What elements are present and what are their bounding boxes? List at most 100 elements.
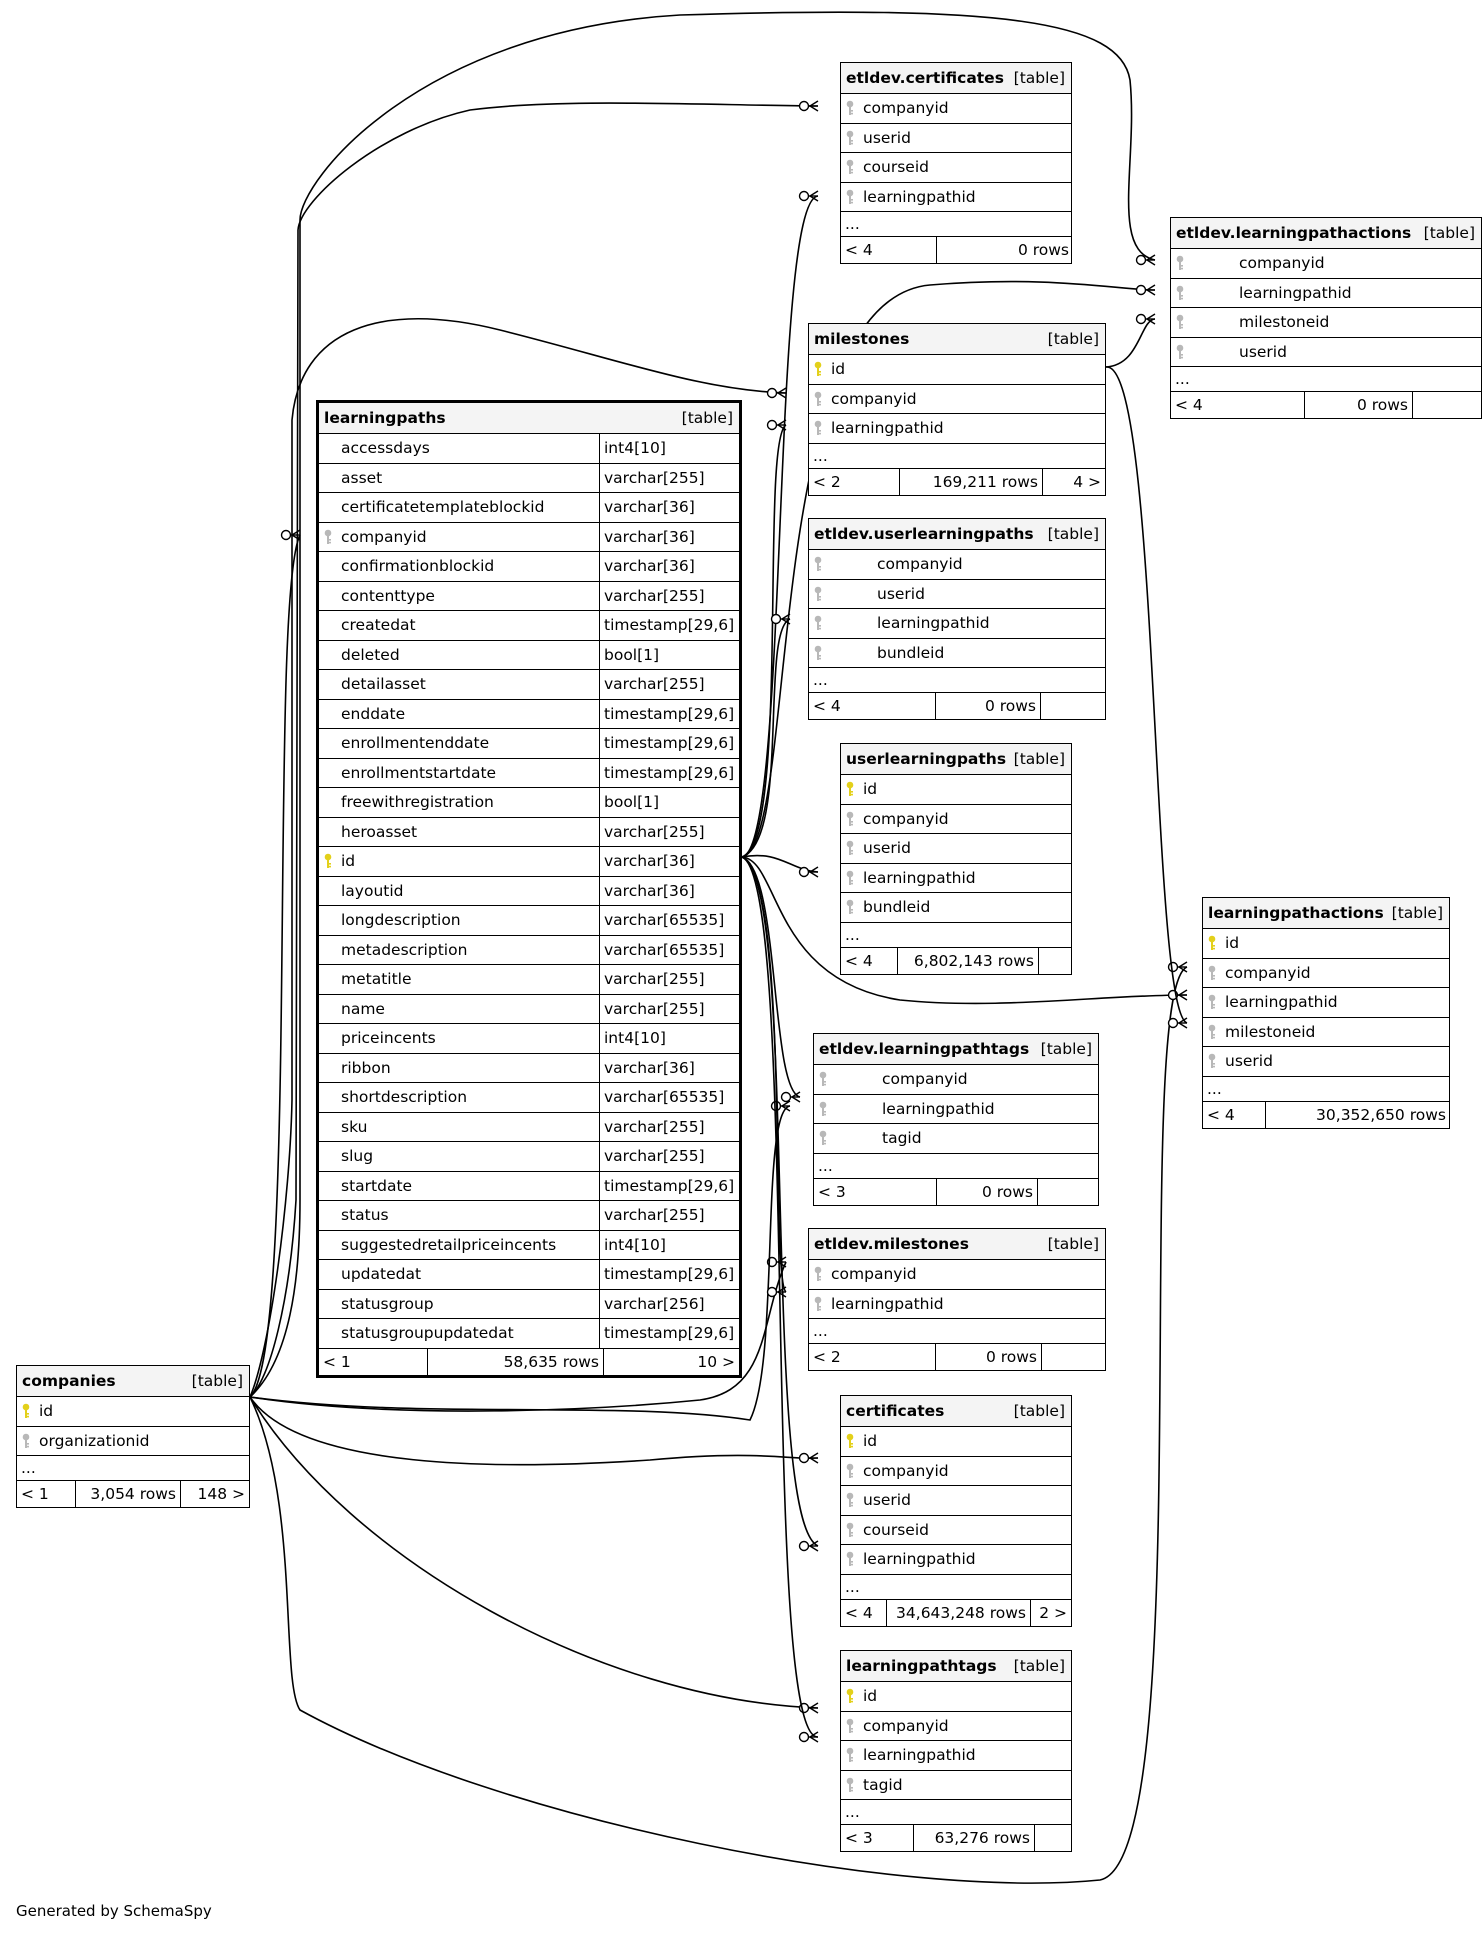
column-row[interactable]: learningpathid bbox=[841, 183, 1071, 212]
parents-count[interactable]: < 2 bbox=[813, 472, 841, 491]
column-row[interactable]: userid bbox=[809, 580, 1105, 609]
parents-count[interactable]: < 2 bbox=[813, 1348, 841, 1366]
column-row[interactable]: companyid bbox=[841, 1712, 1071, 1741]
column-row[interactable]: companyid bbox=[809, 550, 1105, 580]
children-count[interactable] bbox=[1034, 1825, 1071, 1851]
column-row[interactable]: id bbox=[841, 775, 1071, 805]
parents-count[interactable]: < 4 bbox=[845, 951, 873, 970]
column-row[interactable]: companyid bbox=[1203, 959, 1449, 988]
children-count[interactable]: 4 > bbox=[1042, 468, 1105, 495]
parents-count[interactable]: < 4 bbox=[1175, 396, 1203, 414]
column-row[interactable]: learningpathid bbox=[814, 1095, 1098, 1124]
column-row[interactable]: companyid bbox=[841, 805, 1071, 834]
column-row[interactable]: companyid bbox=[841, 94, 1071, 124]
column-row[interactable]: companyid bbox=[841, 1457, 1071, 1486]
column-row[interactable]: courseid bbox=[841, 1516, 1071, 1545]
column-row[interactable]: tagid bbox=[841, 1771, 1071, 1800]
column-row[interactable]: tagid bbox=[814, 1124, 1098, 1154]
column-row[interactable]: bundleid bbox=[809, 639, 1105, 668]
column-row[interactable]: companyid bbox=[1171, 249, 1481, 279]
children-count[interactable] bbox=[1412, 392, 1481, 418]
column-row[interactable]: userid bbox=[1203, 1047, 1449, 1077]
parents-count[interactable]: < 1 bbox=[323, 1352, 351, 1371]
table-etldev-learningpathactions[interactable]: etldev.learningpathactions[table]company… bbox=[1170, 217, 1482, 419]
column-row[interactable]: userid bbox=[841, 834, 1071, 864]
column-row[interactable]: learningpathid bbox=[809, 1290, 1105, 1319]
parents-count[interactable]: < 3 bbox=[845, 1829, 873, 1847]
parents-count[interactable]: < 1 bbox=[21, 1485, 49, 1503]
column-row[interactable]: organizationid bbox=[17, 1427, 249, 1456]
column-row[interactable]: userid bbox=[1171, 338, 1481, 367]
children-count[interactable]: 10 > bbox=[603, 1348, 739, 1375]
column-row[interactable]: learningpathid bbox=[809, 414, 1105, 444]
column-row[interactable]: learningpathid bbox=[1171, 279, 1481, 308]
parents-count[interactable]: < 4 bbox=[1207, 1105, 1235, 1124]
column-row[interactable]: id bbox=[841, 1682, 1071, 1712]
column-row[interactable]: userid bbox=[841, 1486, 1071, 1516]
column-row[interactable]: id bbox=[809, 355, 1105, 385]
children-count[interactable] bbox=[1040, 693, 1105, 719]
column-row[interactable]: companyid bbox=[809, 1260, 1105, 1290]
parents-count[interactable]: < 4 bbox=[845, 241, 873, 259]
children-count[interactable] bbox=[1038, 947, 1071, 974]
column-row[interactable]: bundleid bbox=[841, 893, 1071, 923]
table-etldev-userlearningpaths[interactable]: etldev.userlearningpaths[table]companyid… bbox=[808, 518, 1106, 720]
column-row[interactable]: learningpathid bbox=[809, 609, 1105, 639]
parents-count[interactable]: < 4 bbox=[813, 697, 841, 715]
column-row[interactable]: companyid bbox=[814, 1065, 1098, 1095]
column-row[interactable]: courseid bbox=[841, 153, 1071, 183]
column-row[interactable]: id bbox=[1203, 929, 1449, 959]
column-row[interactable]: learningpathid bbox=[841, 1545, 1071, 1575]
column-row[interactable]: id bbox=[841, 1427, 1071, 1457]
column-row[interactable]: milestoneid bbox=[1203, 1018, 1449, 1047]
column-row[interactable]: userid bbox=[841, 124, 1071, 153]
children-count[interactable]: 2 > bbox=[1030, 1599, 1071, 1626]
column-row[interactable]: learningpathid bbox=[841, 864, 1071, 893]
column-row[interactable]: companyid bbox=[809, 385, 1105, 414]
column-row[interactable]: learningpathid bbox=[841, 1741, 1071, 1771]
children-count[interactable]: 148 > bbox=[180, 1481, 249, 1507]
children-count[interactable] bbox=[1041, 1344, 1105, 1370]
column-row[interactable]: learningpathid bbox=[1203, 988, 1449, 1018]
